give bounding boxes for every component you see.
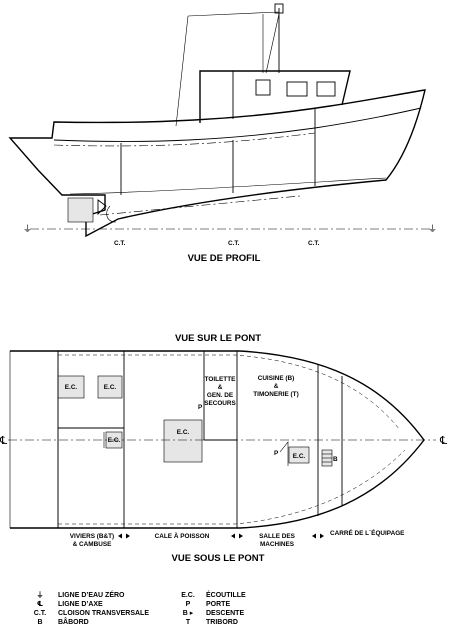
legend-text-babord: BÂBORD (58, 617, 89, 626)
legend-text-waterline: LIGNE D’EAU ZÉRO (58, 590, 125, 599)
waterline-symbol-right: ⏚ (428, 224, 437, 234)
deck-title: VUE SUR LE PONT (175, 333, 261, 344)
deck-view: VUE SUR LE PONT E.C. E.C. E.C. E.C. E.C.… (0, 333, 447, 564)
legend-text-descent: DESCENTE (206, 610, 244, 617)
window-1 (255, 79, 271, 96)
carre-label: CARRÉ DE L´ÉQUIPAGE (330, 528, 405, 537)
deck-inner-outline (58, 354, 401, 431)
mast-top (274, 3, 284, 14)
deck-line (53, 107, 422, 142)
bulkhead-label-3: C.T. (308, 240, 320, 247)
wheelhouse (199, 70, 351, 123)
kitchen-label-3: TIMONERIE (T) (253, 391, 298, 398)
hatch-2-label: E.C. (104, 384, 117, 391)
kitchen-label-1: CUISINE (B) (258, 375, 295, 382)
boundary-arrow-3 (312, 533, 324, 539)
legend-symbol-waterline: ⏚ (37, 591, 44, 599)
hatch-5 (288, 446, 310, 464)
salle-label-1: SALLE DES (259, 533, 296, 540)
cale-label: CALE À POISSON (155, 531, 210, 540)
legend-text-ct: CLOISON TRANSVERSALE (58, 610, 149, 617)
engine-door: P (274, 450, 279, 457)
boundary-arrow-2 (231, 533, 243, 539)
baseline (99, 195, 301, 216)
legend-symbol-descent: B ▸ (183, 610, 194, 617)
hatch-4-label: E.C. (177, 429, 190, 436)
below-title: VUE SOUS LE PONT (172, 553, 265, 564)
legend-symbol-ct: C.T. (34, 610, 47, 617)
bottom-line (69, 177, 387, 195)
hatch-4 (163, 419, 203, 463)
legend-text-hatch: ÉCOUTILLE (206, 590, 246, 599)
legend-text-tribord: TRIBORD (206, 619, 238, 626)
legend-text-door: PORTE (206, 601, 230, 608)
rudder (67, 197, 94, 223)
kitchen-label-2: & (274, 383, 279, 390)
stay-front (175, 15, 189, 127)
hatch-3-label: E.C. (108, 437, 121, 444)
toilet-door: P (198, 404, 203, 411)
bulkhead-label-1: C.T. (114, 240, 126, 247)
legend-text-centerline: LIGNE D’AXE (58, 601, 103, 608)
window-3 (316, 81, 336, 97)
hatch-5-label: E.C. (293, 453, 306, 460)
toilet-label-4: SECOURS (204, 400, 236, 407)
transom (9, 350, 59, 529)
profile-view: ⏚ ⏚ C.T. C.T. C.T. VUE DE PROFIL (8, 3, 437, 264)
legend-symbol-babord: B (37, 619, 42, 626)
centerline-symbol-right: ℄ (439, 435, 447, 447)
toilet-label-2: & (218, 384, 223, 391)
waterline-symbol-left: ⏚ (23, 224, 32, 234)
legend: ⏚ LIGNE D’EAU ZÉRO ℄ LIGNE D’AXE C.T. CL… (34, 590, 246, 626)
deck-centerline (53, 132, 316, 147)
keel-skeg (106, 205, 117, 223)
toilet-label-3: GEN. DE (207, 392, 234, 399)
toilet-label-1: TOILETTE (205, 376, 237, 383)
window-2 (286, 81, 308, 97)
hatch-1-label: E.C. (65, 384, 78, 391)
legend-symbol-door: P (186, 601, 191, 608)
legend-symbol-hatch: E.C. (181, 592, 195, 599)
legend-symbol-centerline: ℄ (37, 600, 43, 608)
profile-title: VUE DE PROFIL (188, 253, 261, 264)
stairs-marker: B (333, 456, 338, 463)
hull (8, 89, 426, 238)
hatch-2 (97, 375, 123, 399)
boom (187, 11, 280, 17)
propeller (97, 199, 107, 216)
deck-inner-outline-lower (58, 449, 406, 525)
viviers-label-2: & CAMBUSE (73, 541, 112, 548)
bulkhead-label-2: C.T. (228, 240, 240, 247)
boundary-arrow-1 (118, 533, 130, 539)
legend-symbol-tribord: T (186, 619, 191, 626)
centerline-symbol-left: ℄ (0, 435, 7, 447)
stay-back (265, 13, 280, 74)
salle-label-2: MACHINES (260, 541, 295, 548)
door-swing (279, 441, 289, 466)
viviers-label-1: VIVIERS (B&T) (70, 533, 114, 540)
